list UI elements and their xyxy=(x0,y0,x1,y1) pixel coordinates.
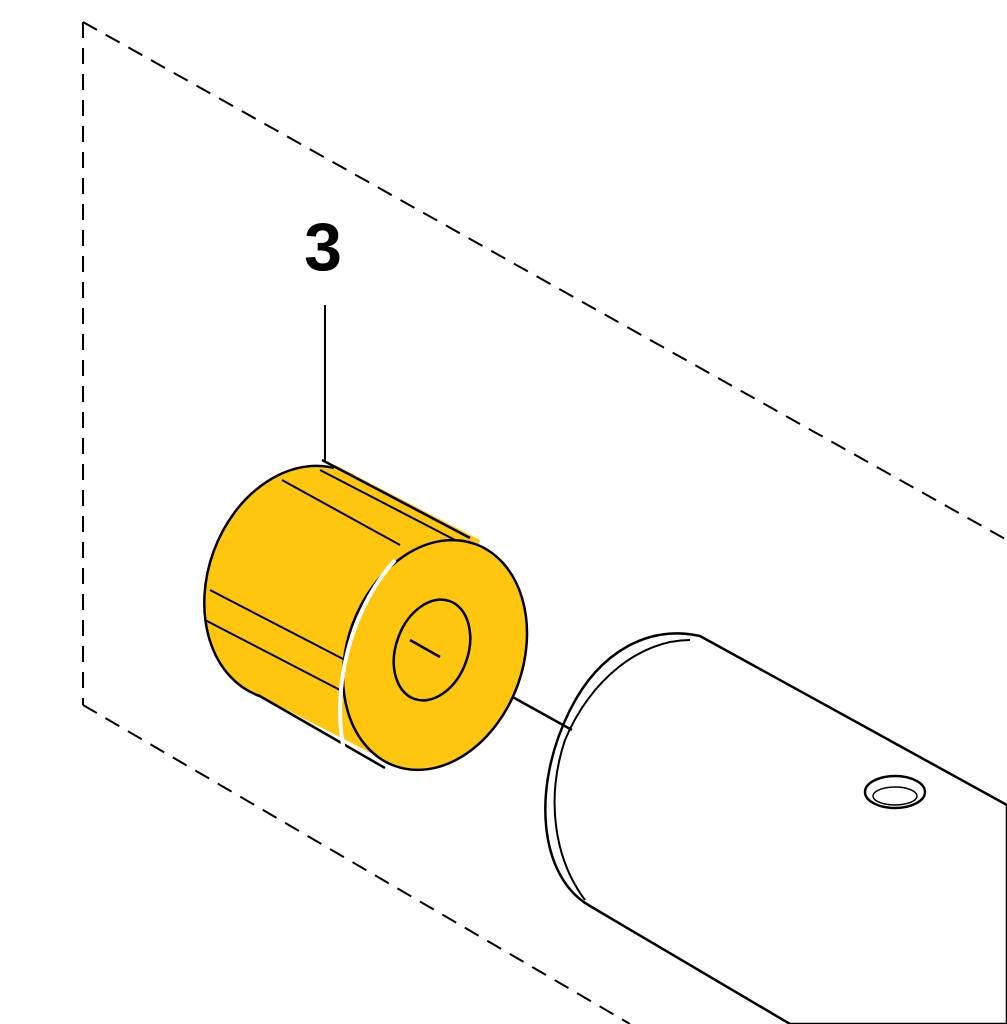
tube-hole xyxy=(863,774,927,810)
callout-number: 3 xyxy=(304,209,342,285)
bushing-bore xyxy=(392,598,472,702)
bushing-ridge xyxy=(281,479,401,546)
bushing-ridge xyxy=(319,469,456,541)
bushing-ridge xyxy=(204,619,341,691)
bushing-ridge xyxy=(209,589,346,661)
dashed-plane-outline xyxy=(82,21,1007,1024)
tube-part xyxy=(544,632,1007,1024)
bushing-part xyxy=(203,458,529,772)
bushing-axis-segment xyxy=(409,638,441,659)
